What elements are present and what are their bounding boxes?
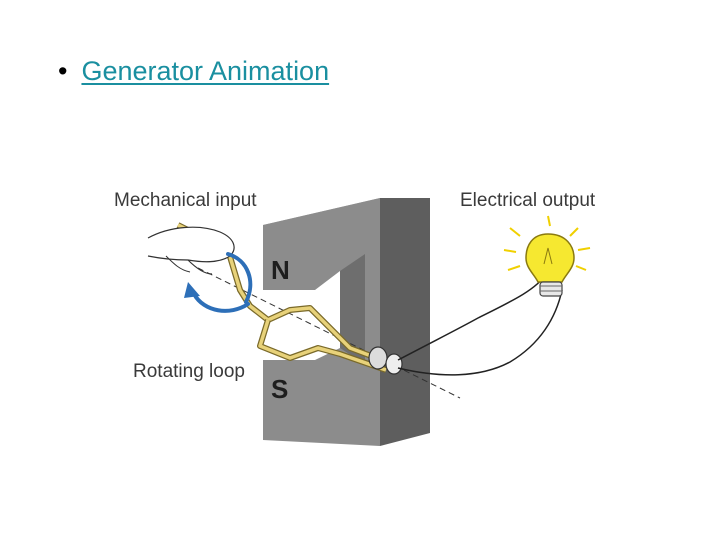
output-wire-bottom — [397, 289, 563, 376]
generator-diagram-svg: Mechanical input Electrical output Rotat… — [114, 190, 596, 446]
light-bulb-icon — [503, 215, 591, 297]
rotating-loop-label: Rotating loop — [133, 361, 245, 382]
magnet-side-face — [380, 198, 430, 446]
magnet-gap-shade — [340, 254, 365, 364]
magnet-front-face — [263, 198, 380, 446]
loop-lower-wire — [258, 319, 387, 372]
bullet-line: • Generator Animation — [58, 56, 329, 87]
north-pole-label: N — [271, 255, 290, 285]
electrical-output-label: Electrical output — [460, 190, 596, 211]
bullet-dot: • — [58, 56, 68, 86]
rotating-loop-wire — [177, 223, 391, 365]
horseshoe-magnet: N S — [263, 198, 430, 446]
generator-animation-link[interactable]: Generator Animation — [81, 56, 330, 86]
slip-rings — [368, 346, 403, 375]
rotation-axis — [197, 267, 461, 399]
hand-icon — [147, 226, 235, 275]
mechanical-input-label: Mechanical input — [114, 190, 257, 211]
output-wire-top — [397, 273, 547, 361]
south-pole-label: S — [271, 374, 288, 404]
generator-diagram: Mechanical input Electrical output Rotat… — [100, 178, 610, 448]
rotation-arrow-icon — [184, 252, 253, 313]
